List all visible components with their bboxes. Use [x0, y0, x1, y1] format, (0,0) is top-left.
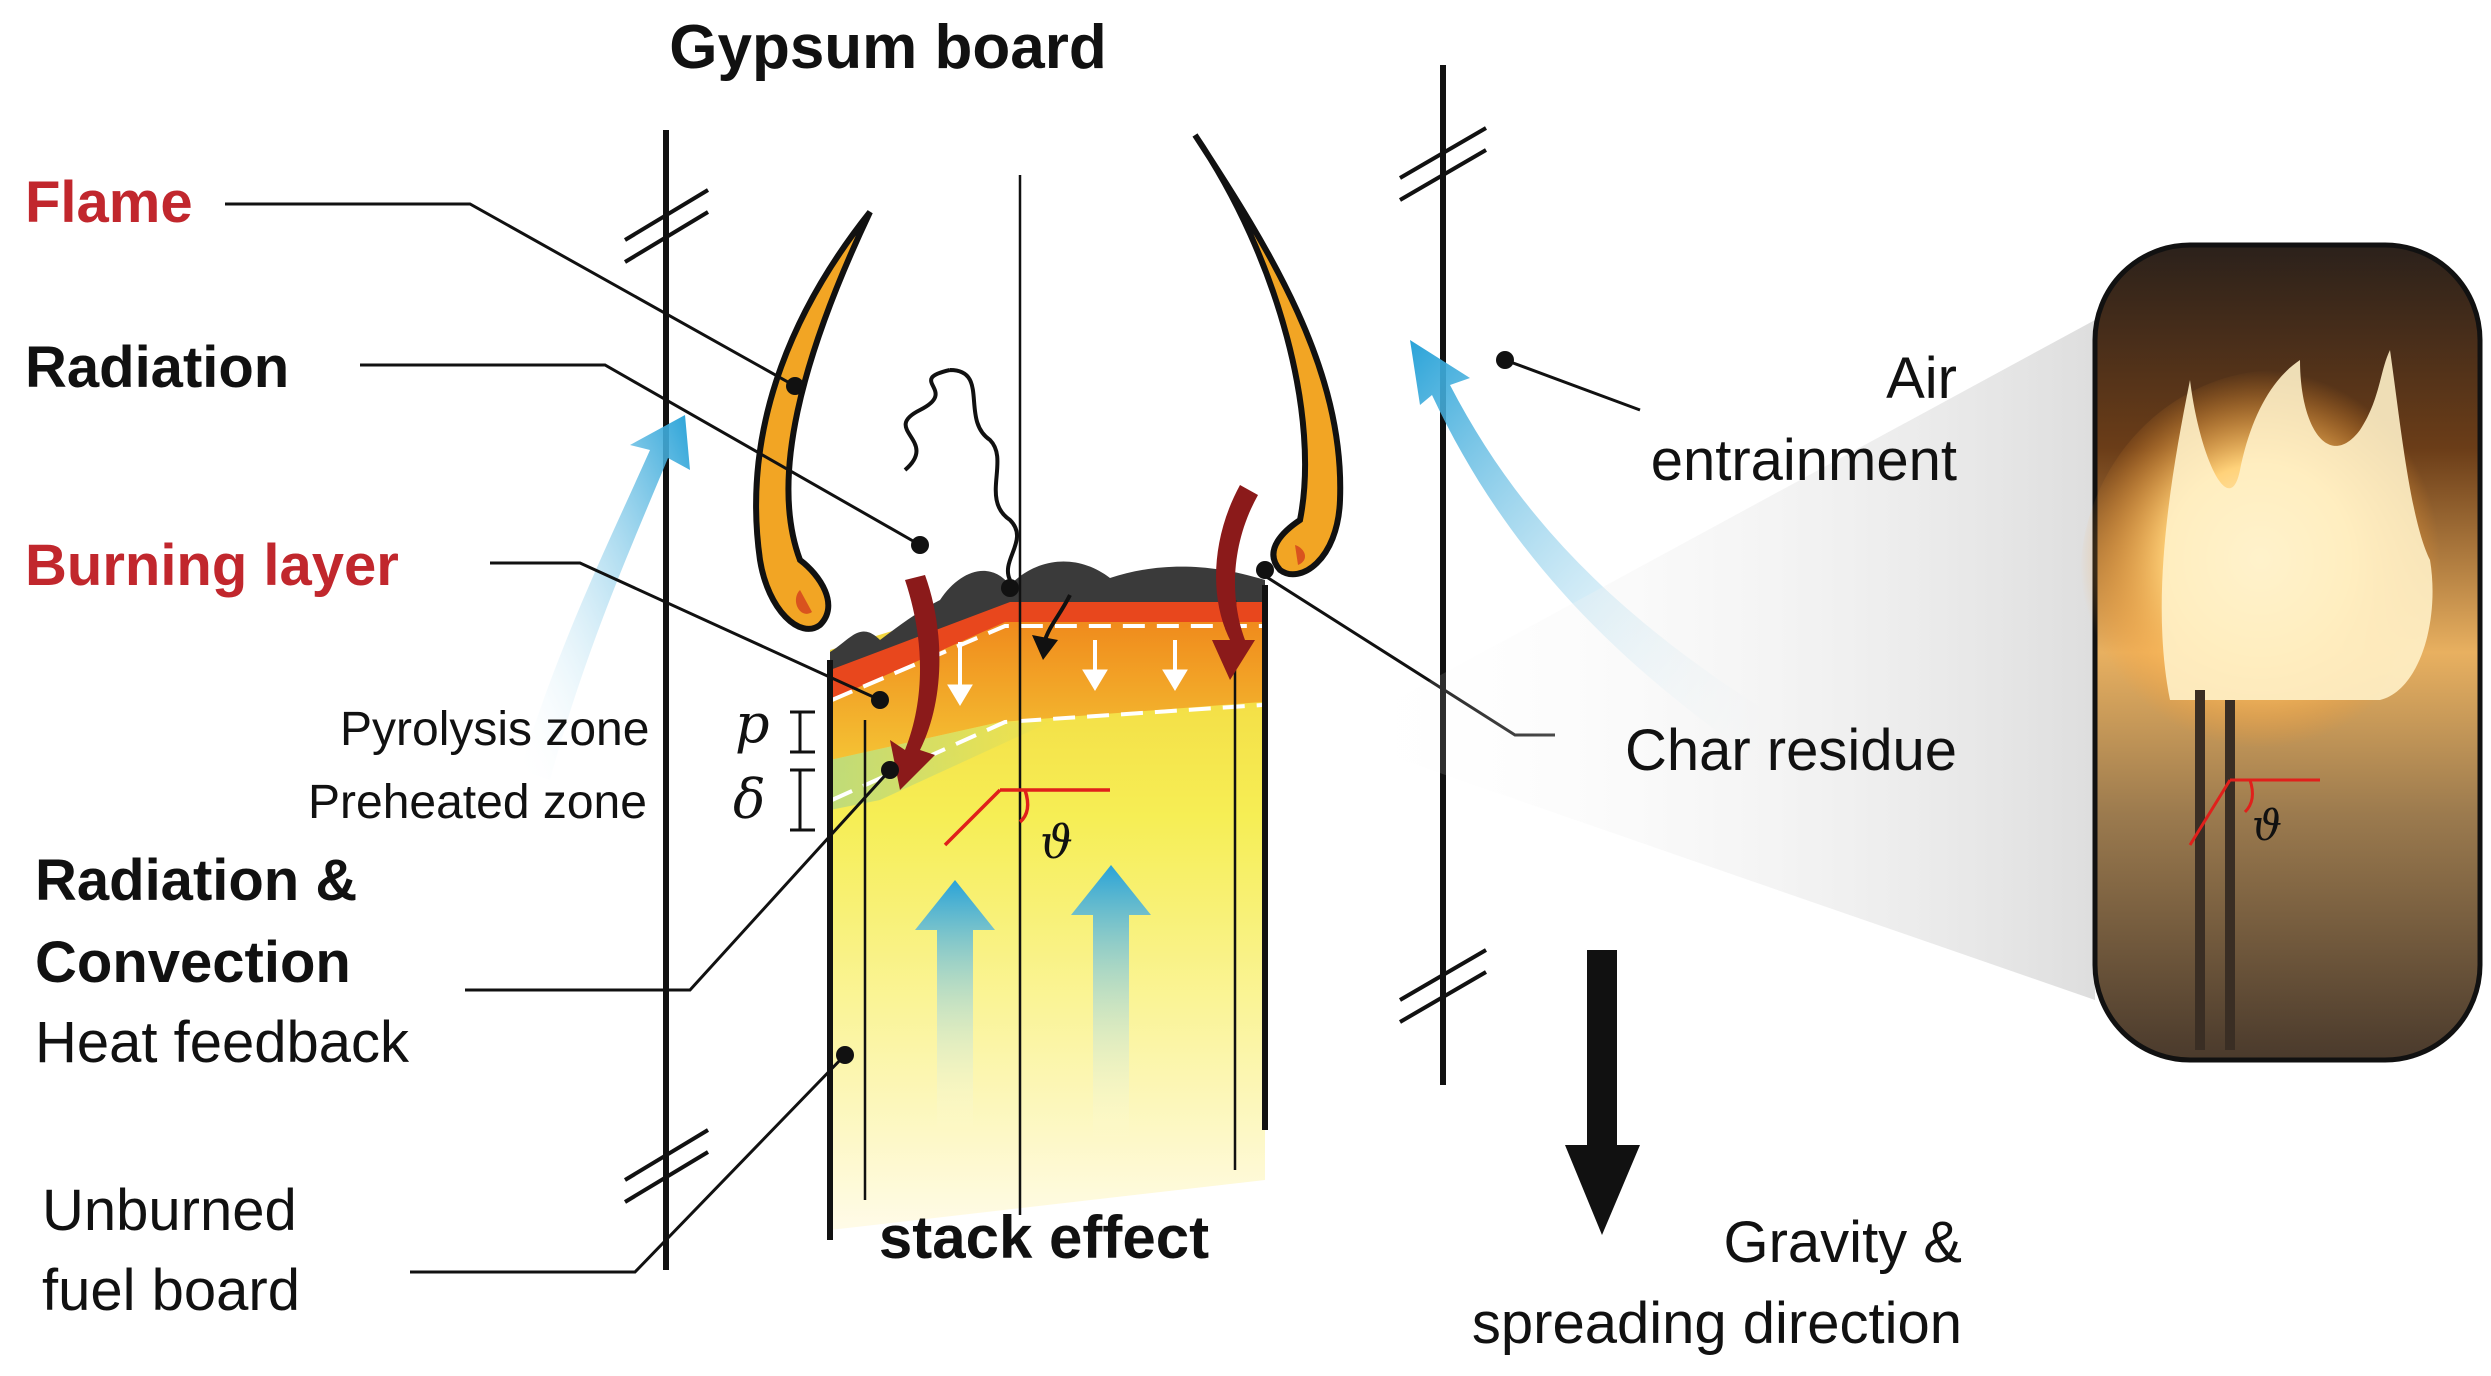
burning-layer-band	[830, 600, 1262, 700]
radiation-label: Radiation	[25, 335, 289, 400]
angle-symbol: ϑ	[1040, 815, 1073, 869]
stack-effect-arrows	[915, 865, 1151, 1140]
photo-angle-symbol: ϑ	[2252, 801, 2282, 850]
radiation-convection-label-2: Convection	[35, 930, 351, 995]
flames	[753, 133, 1344, 632]
heat-feedback-label: Heat feedback	[35, 1010, 410, 1075]
char-residue-layer	[830, 561, 1265, 670]
right-flame	[1192, 133, 1344, 578]
magnification-cone	[1330, 320, 2095, 1000]
gravity-label-1: Gravity &	[1724, 1210, 1963, 1275]
burning-interface-dashed	[831, 624, 1262, 702]
preheated-zone	[830, 722, 1050, 810]
stack-effect-label: stack effect	[879, 1204, 1209, 1271]
flame-label: Flame	[25, 170, 193, 235]
radiation-wave	[903, 368, 1019, 581]
unburned-label-2: fuel board	[42, 1258, 300, 1323]
break-marks	[623, 126, 1488, 1204]
gypsum-board-walls	[663, 65, 1446, 1270]
unburned-label-1: Unburned	[42, 1178, 297, 1243]
air-entrainment-label-1: Air	[1886, 346, 1957, 411]
fuel-board	[827, 175, 1268, 1240]
pyrolysis-symbol: p	[735, 692, 770, 755]
leader-dots	[786, 351, 1514, 1064]
preheated-zone-label: Preheated zone	[308, 776, 647, 829]
pyrolysis-zone-label: Pyrolysis zone	[340, 703, 649, 756]
air-entrainment-label-2: entrainment	[1651, 428, 1957, 493]
char-residue-label: Char residue	[1625, 718, 1957, 783]
angle-marker	[943, 788, 1110, 847]
gravity-label-2: spreading direction	[1472, 1291, 1962, 1356]
gravity-arrow	[1565, 950, 1640, 1235]
left-flame	[753, 210, 873, 632]
pyrolysis-interface-dashed	[831, 703, 1263, 802]
diagram-title: Gypsum board	[669, 13, 1107, 82]
radiation-arrow	[1043, 594, 1072, 641]
photo-inset	[2080, 242, 2483, 1063]
radiation-convection-label-1: Radiation &	[35, 848, 357, 913]
preheated-symbol: δ	[733, 768, 766, 831]
heat-feedback-arrows	[890, 485, 1258, 790]
heat-penetration-arrows	[947, 640, 1188, 706]
zone-brackets	[790, 710, 815, 832]
burning-layer-label: Burning layer	[25, 533, 399, 598]
